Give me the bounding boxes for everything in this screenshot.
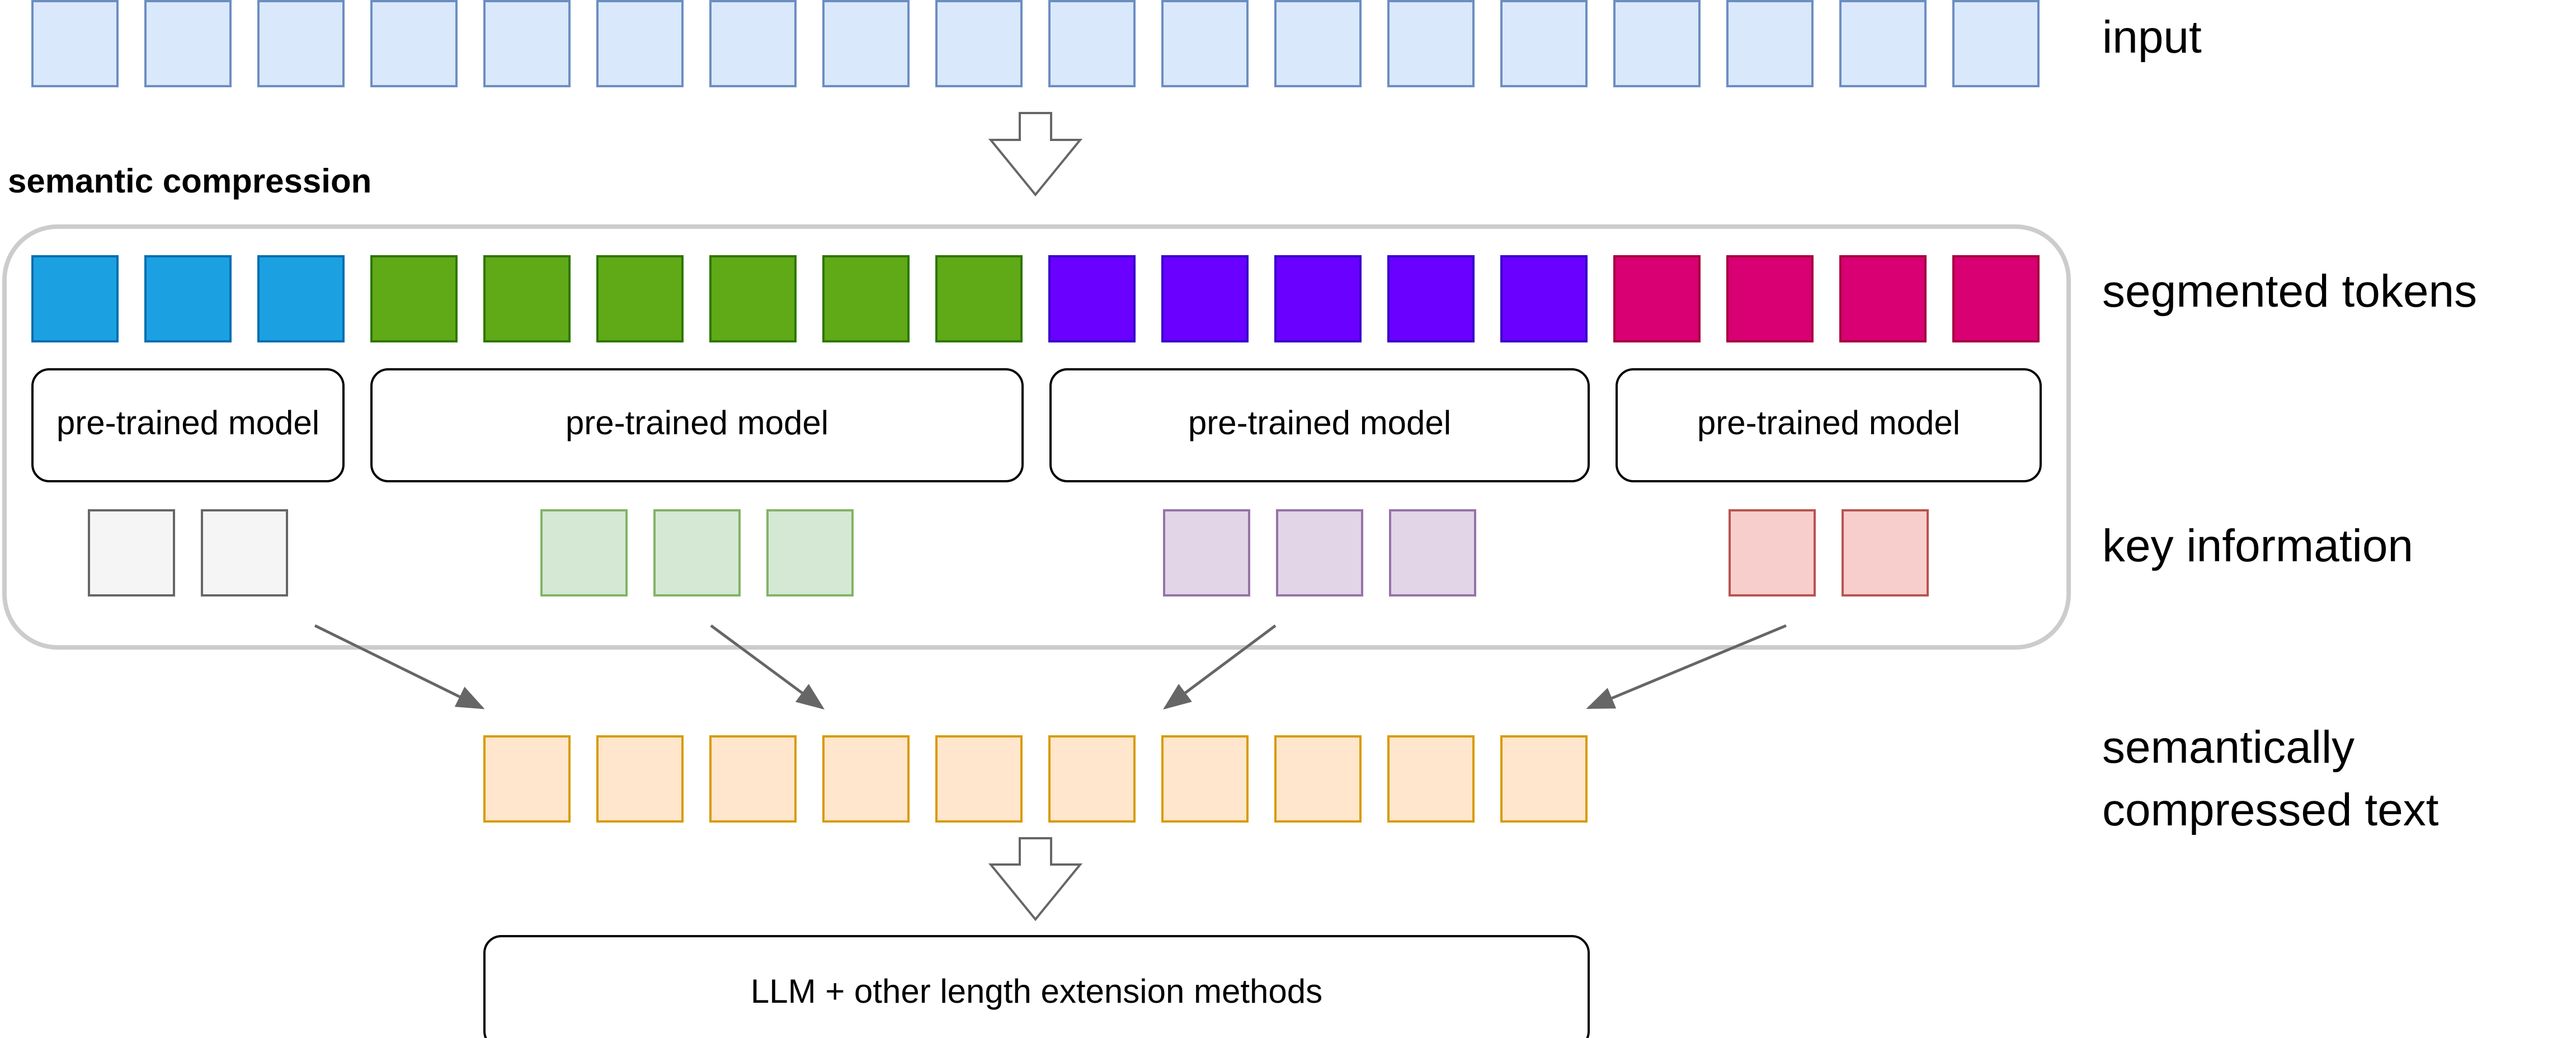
segmented-token xyxy=(144,255,232,342)
pretrained-model-label: pre-trained model xyxy=(1697,404,1960,441)
compressed-token xyxy=(1048,735,1136,823)
key-information-token xyxy=(540,509,628,597)
input-token xyxy=(31,0,119,87)
down-block-arrow-icon xyxy=(988,112,1083,197)
compressed-token-row xyxy=(483,735,1588,823)
connector-arrow xyxy=(1162,624,1277,710)
input-token xyxy=(822,0,910,87)
input-token xyxy=(935,0,1023,87)
segmented-token xyxy=(1839,255,1927,342)
pretrained-model-label: pre-trained model xyxy=(56,404,319,441)
key-information-token xyxy=(1842,509,1929,597)
compressed-token xyxy=(1161,735,1249,823)
key-information-token xyxy=(766,509,854,597)
key-information-token xyxy=(88,509,175,597)
key-information-token xyxy=(1163,509,1250,597)
segmented-token xyxy=(1726,255,1814,342)
segmented-token xyxy=(935,255,1023,342)
segmented-token xyxy=(1952,255,2040,342)
compressed-token xyxy=(1274,735,1362,823)
llm-box: LLM + other length extension methods xyxy=(483,935,1590,1038)
pretrained-model-label: pre-trained model xyxy=(566,404,828,441)
key-information-token xyxy=(1729,509,1816,597)
label-compressed-line1: semantically xyxy=(2102,722,2354,773)
down-block-arrow-icon xyxy=(988,837,1083,922)
pretrained-model-label: pre-trained model xyxy=(1188,404,1451,441)
label-key-information: key information xyxy=(2102,520,2413,571)
label-segmented-tokens: segmented tokens xyxy=(2102,266,2477,317)
input-token xyxy=(1048,0,1136,87)
compressed-token xyxy=(483,735,571,823)
pretrained-model-box: pre-trained model xyxy=(1049,368,1590,482)
key-information-token xyxy=(201,509,288,597)
connector-arrow xyxy=(710,624,825,710)
input-token xyxy=(1387,0,1475,87)
input-token xyxy=(257,0,345,87)
label-compressed-line2: compressed text xyxy=(2102,785,2439,835)
key-information-token xyxy=(1276,509,1363,597)
segmented-token xyxy=(709,255,797,342)
compressed-token xyxy=(935,735,1023,823)
input-token xyxy=(1613,0,1701,87)
input-token xyxy=(483,0,571,87)
segmented-token xyxy=(31,255,119,342)
input-token xyxy=(709,0,797,87)
semantic-compression-group xyxy=(2,224,2071,650)
segmented-token xyxy=(1500,255,1588,342)
compressed-token xyxy=(1500,735,1588,823)
llm-box-label: LLM + other length extension methods xyxy=(751,973,1322,1010)
segmented-token xyxy=(1161,255,1249,342)
group-title: semantic compression xyxy=(8,162,371,200)
input-token xyxy=(1500,0,1588,87)
input-token xyxy=(1274,0,1362,87)
segmented-token xyxy=(370,255,458,342)
segmented-token xyxy=(1387,255,1475,342)
input-token-row xyxy=(31,0,2040,87)
pretrained-model-box: pre-trained model xyxy=(370,368,1024,482)
compressed-token xyxy=(822,735,910,823)
segmented-token xyxy=(822,255,910,342)
pretrained-model-box: pre-trained model xyxy=(31,368,345,482)
input-token xyxy=(596,0,684,87)
segmented-token-row xyxy=(31,255,2040,342)
segmented-token xyxy=(257,255,345,342)
label-input: input xyxy=(2102,12,2202,63)
input-token xyxy=(370,0,458,87)
connector-arrow xyxy=(1586,624,1787,710)
segmented-token xyxy=(596,255,684,342)
input-token xyxy=(1726,0,1814,87)
input-token xyxy=(1839,0,1927,87)
key-information-row xyxy=(88,509,1929,597)
segmented-token xyxy=(483,255,571,342)
segmented-token xyxy=(1613,255,1701,342)
segmented-token xyxy=(1048,255,1136,342)
key-information-token xyxy=(653,509,741,597)
compressed-token xyxy=(709,735,797,823)
pretrained-model-box: pre-trained model xyxy=(1616,368,2042,482)
input-token xyxy=(144,0,232,87)
segmented-token xyxy=(1274,255,1362,342)
key-information-token xyxy=(1389,509,1476,597)
compressed-token xyxy=(1387,735,1475,823)
input-token xyxy=(1952,0,2040,87)
connector-arrow xyxy=(314,624,485,710)
compressed-token xyxy=(596,735,684,823)
input-token xyxy=(1161,0,1249,87)
